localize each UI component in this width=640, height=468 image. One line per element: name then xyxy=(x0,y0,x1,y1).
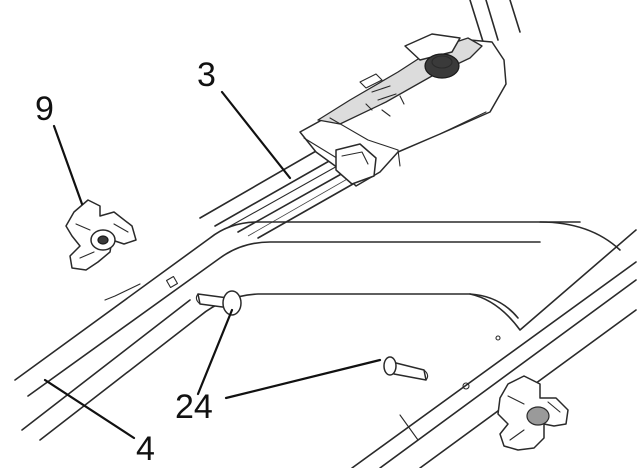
leader-9 xyxy=(52,124,84,206)
handle-control-box xyxy=(299,33,507,187)
star-knob-left xyxy=(65,199,137,271)
callout-24: 24 xyxy=(175,388,213,426)
leader-4 xyxy=(43,378,136,440)
leader-lines xyxy=(43,90,382,440)
star-knob-right xyxy=(497,375,569,451)
leader-24b xyxy=(224,358,382,400)
leader-24a xyxy=(196,308,234,396)
lower-frame xyxy=(14,221,637,468)
callout-4: 4 xyxy=(136,430,155,468)
bolt-upper xyxy=(195,290,242,316)
callout-3: 3 xyxy=(197,56,216,94)
leader-3 xyxy=(220,90,292,180)
callout-9: 9 xyxy=(35,90,54,128)
bolt-lower xyxy=(383,356,429,381)
